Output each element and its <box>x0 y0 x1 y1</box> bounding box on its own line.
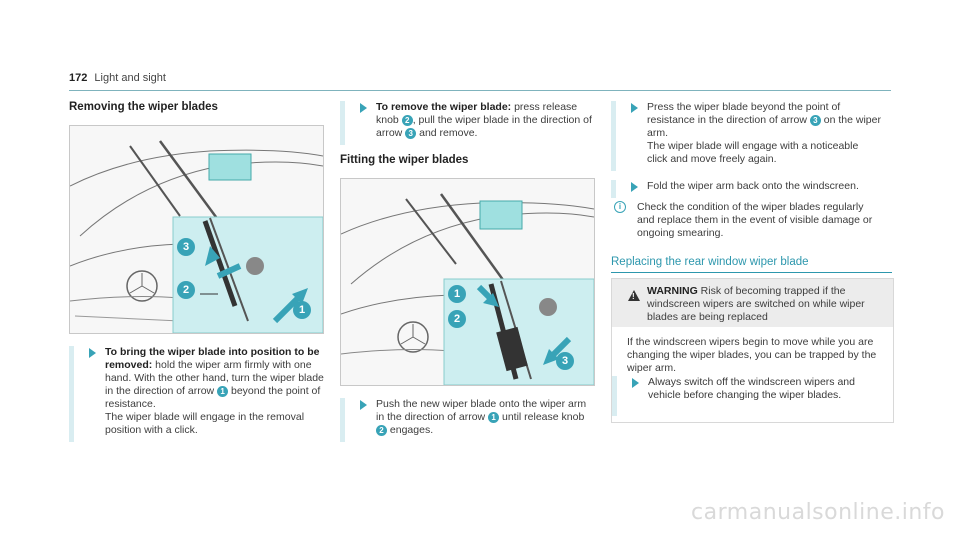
figure-fitting-wiper: 1 2 3 <box>340 178 595 386</box>
warning-title: WARNING Risk of becoming trapped if the … <box>647 285 882 324</box>
page-number: 172 <box>69 72 88 84</box>
step-text-a: hold the wiper arm firmly with one hand.… <box>105 359 324 397</box>
step-arrow-icon <box>89 348 96 358</box>
step-text-c: The wiper blade will engage with a notic… <box>647 140 859 165</box>
step-text-c: and remove. <box>416 127 478 139</box>
step-press-blade: Press the wiper blade beyond the point o… <box>611 101 881 171</box>
step-text-b: on the wiper arm. <box>647 114 881 139</box>
figure2-label-1: 1 <box>448 285 466 303</box>
arrow-number-badge: 1 <box>488 412 500 423</box>
step-text: Press the wiper blade beyond the point o… <box>647 101 881 166</box>
step-text-b: until release knob <box>499 411 585 423</box>
step-text-a: Press the wiper blade beyond the point o… <box>647 101 841 126</box>
step-text-c: The wiper blade will engage in the remov… <box>105 411 305 436</box>
step-text: To bring the wiper blade into position t… <box>105 346 324 437</box>
note-text: Check the condition of the wiper blades … <box>637 201 873 239</box>
step-arrow-icon <box>360 400 367 410</box>
figure1-label-2: 2 <box>177 281 195 299</box>
figure2-label-2: 2 <box>448 310 466 328</box>
warning-box: WARNING Risk of becoming trapped if the … <box>611 278 894 423</box>
step-text-a: Push the new wiper blade onto the wiper … <box>376 398 587 423</box>
chapter-title: Light and sight <box>94 72 166 84</box>
knob-number-badge: 2 <box>401 115 413 126</box>
warning-title-text: Risk of becoming trapped if the windscre… <box>647 285 865 323</box>
arrow-number-badge: 3 <box>405 128 417 139</box>
warning-step-text: Always switch off the windscreen wipers … <box>648 376 855 401</box>
step-arrow-icon <box>632 378 639 388</box>
warning-header: WARNING Risk of becoming trapped if the … <box>612 279 893 327</box>
step-bar <box>340 398 345 442</box>
step-bring-to-position: To bring the wiper blade into position t… <box>69 346 324 442</box>
step-text-b: beyond the point of resistance. <box>105 385 321 410</box>
figure2-label-3: 3 <box>556 352 574 370</box>
section-heading-fitting: Fitting the wiper blades <box>340 154 469 166</box>
arrow-number-badge: 1 <box>217 386 229 397</box>
figure1-label-1: 1 <box>293 301 311 319</box>
step-arrow-icon <box>631 103 638 113</box>
page-header: 172 Light and sight <box>69 72 891 91</box>
figure-removing-wiper: 3 2 1 <box>69 125 324 334</box>
step-arrow-icon <box>360 103 367 113</box>
section-heading-removing: Removing the wiper blades <box>69 101 218 113</box>
step-text: Fold the wiper arm back onto the windscr… <box>647 180 859 192</box>
step-bar <box>611 101 616 171</box>
warning-triangle-icon <box>628 290 640 301</box>
car-illustration-1 <box>70 126 323 333</box>
warning-label: WARNING <box>647 285 698 297</box>
step-text: Push the new wiper blade onto the wiper … <box>376 398 595 437</box>
step-text-a: press release knob <box>376 101 578 126</box>
watermark: carmanualsonline.info <box>691 500 945 525</box>
step-arrow-icon <box>631 182 638 192</box>
step-bold: To remove the wiper blade: <box>376 101 512 113</box>
knob-number-badge: 2 <box>376 425 387 436</box>
info-icon: i <box>614 201 626 213</box>
step-text-b: , pull the wiper blade in the direction … <box>376 114 592 139</box>
figure1-label-3: 3 <box>177 238 195 256</box>
section-heading-rear-wiper: Replacing the rear window wiper blade <box>611 256 892 273</box>
step-text: To remove the wiper blade: press release… <box>376 101 595 140</box>
step-push-new-blade: Push the new wiper blade onto the wiper … <box>340 398 595 442</box>
step-text-c: engages. <box>387 424 434 436</box>
warning-body: If the windscreen wipers begin to move w… <box>627 336 877 374</box>
step-bold: To bring the wiper blade into position t… <box>105 346 320 371</box>
info-note: i Check the condition of the wiper blade… <box>614 201 876 241</box>
step-fold-arm: Fold the wiper arm back onto the windscr… <box>611 180 881 198</box>
step-bar <box>612 376 617 416</box>
arrow-number-badge: 3 <box>809 115 821 126</box>
step-bar <box>69 346 74 442</box>
car-illustration-2 <box>341 179 594 385</box>
step-remove-blade: To remove the wiper blade: press release… <box>340 101 595 145</box>
step-bar <box>340 101 345 145</box>
step-bar <box>611 180 616 198</box>
